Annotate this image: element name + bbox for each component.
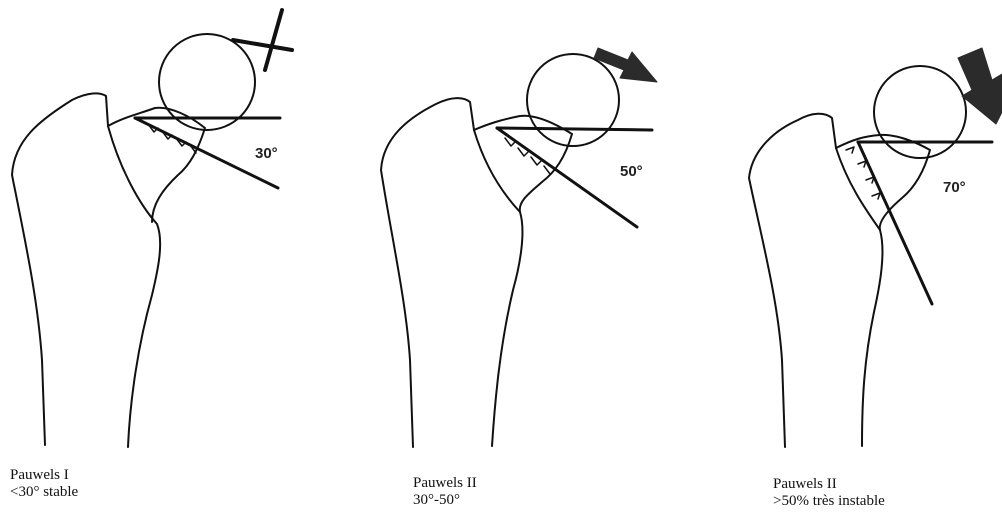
angle-label: 30° bbox=[255, 145, 278, 162]
femur-outline bbox=[12, 93, 160, 447]
femoral-head bbox=[527, 54, 619, 146]
femur-outline bbox=[749, 114, 882, 447]
caption-title: Pauwels II bbox=[413, 475, 477, 492]
caption-subtitle: <30° stable bbox=[10, 484, 78, 501]
caption-subtitle: 30°-50° bbox=[413, 492, 477, 509]
cross-mark-icon bbox=[233, 10, 292, 70]
caption-pauwels-2: Pauwels II 30°-50° bbox=[413, 475, 477, 509]
fracture-line bbox=[858, 142, 932, 304]
caption-title: Pauwels II bbox=[773, 476, 885, 493]
fracture-line bbox=[497, 128, 637, 227]
femoral-neck bbox=[108, 108, 205, 222]
caption-pauwels-1: Pauwels I <30° stable bbox=[10, 467, 78, 501]
femur-panel-1: 30° bbox=[12, 10, 292, 447]
large-arrow-icon bbox=[958, 48, 1002, 124]
fracture-teeth bbox=[505, 138, 550, 174]
caption-pauwels-3: Pauwels II >50% très instable bbox=[773, 476, 885, 510]
caption-subtitle: >50% très instable bbox=[773, 493, 885, 510]
femoral-head bbox=[159, 34, 255, 130]
femur-panel-2: 50° bbox=[381, 48, 657, 447]
caption-title: Pauwels I bbox=[10, 467, 78, 484]
femur-outline bbox=[381, 98, 522, 447]
angle-label: 70° bbox=[943, 179, 966, 196]
femur-panel-3: 70° bbox=[749, 48, 1002, 447]
horizontal-reference-line bbox=[497, 128, 652, 130]
angle-label: 50° bbox=[620, 163, 643, 180]
